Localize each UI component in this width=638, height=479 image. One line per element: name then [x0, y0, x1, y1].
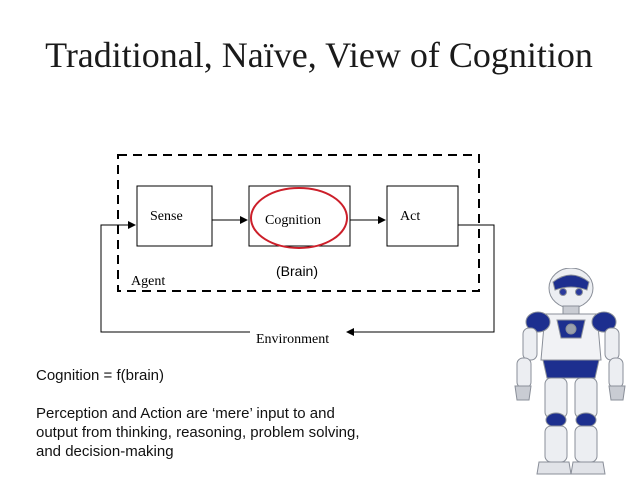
agent-label: Agent — [131, 274, 165, 289]
notes-line-3: and decision-making — [36, 443, 174, 460]
slide-title: Traditional, Naïve, View of Cognition — [45, 35, 593, 75]
agent-boundary — [117, 154, 480, 292]
cognition-formula: Cognition = f(brain) — [36, 367, 164, 384]
humanoid-robot-image — [514, 268, 626, 475]
notes-line-2: output from thinking, reasoning, problem… — [36, 424, 360, 441]
sense-label: Sense — [150, 209, 183, 224]
highlight-ellipse — [250, 187, 348, 249]
act-to-environment-line — [346, 224, 495, 336]
cognition-label: Cognition — [265, 213, 321, 228]
environment-to-sense-line — [100, 221, 250, 333]
act-label: Act — [400, 209, 420, 224]
act-box — [386, 185, 459, 247]
environment-label: Environment — [256, 332, 329, 347]
notes-line-1: Perception and Action are ‘mere’ input t… — [36, 405, 335, 422]
brain-label: (Brain) — [276, 263, 318, 279]
sense-box — [136, 185, 213, 247]
notes-text: Cognition = f(brain) Perception and Acti… — [36, 366, 416, 461]
